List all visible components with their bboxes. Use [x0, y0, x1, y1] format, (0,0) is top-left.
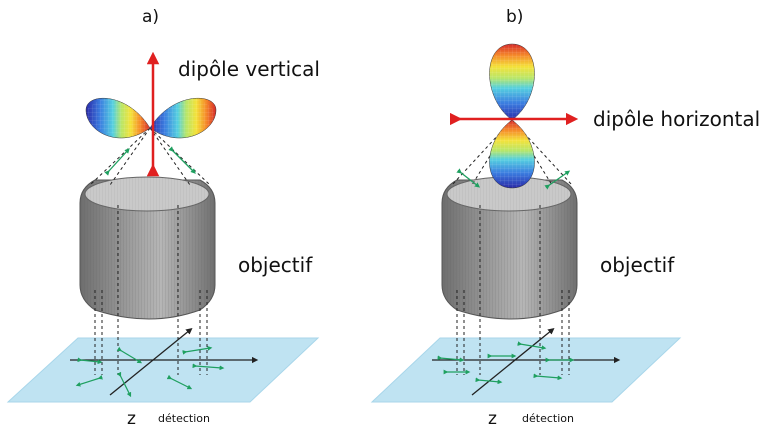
detector-label-a: détection [158, 412, 210, 425]
dipole-label-b: dipôle horizontal [593, 107, 760, 131]
lens-cylinder-icon [79, 176, 216, 320]
lens-label-a: objectif [238, 253, 313, 277]
axis-label-a: z [127, 409, 136, 429]
panel-a-label: a) [142, 7, 159, 27]
dipole-label-a: dipôle vertical [178, 57, 320, 81]
detector-label-b: détection [522, 412, 574, 425]
detection-plane [6, 337, 320, 403]
ray-lines-bottom [94, 205, 208, 375]
panel-a: a) [6, 7, 320, 429]
panel-b: b) [370, 7, 760, 429]
axis-label-b: z [488, 409, 497, 429]
green-polarization-arrows-icon [456, 168, 571, 190]
green-polarization-arrows-icon [104, 146, 196, 176]
panel-b-label: b) [506, 7, 523, 27]
lens-label-b: objectif [600, 253, 675, 277]
doughnut-radiation-pattern-icon [85, 92, 217, 139]
detection-plane [370, 337, 682, 403]
doughnut-radiation-pattern-icon [482, 43, 542, 189]
plane-polarization-arrows-icon [75, 346, 225, 398]
plane-polarization-arrows-icon [437, 341, 575, 385]
ray-lines-bottom [456, 205, 570, 375]
lens-cylinder-icon [441, 176, 578, 320]
